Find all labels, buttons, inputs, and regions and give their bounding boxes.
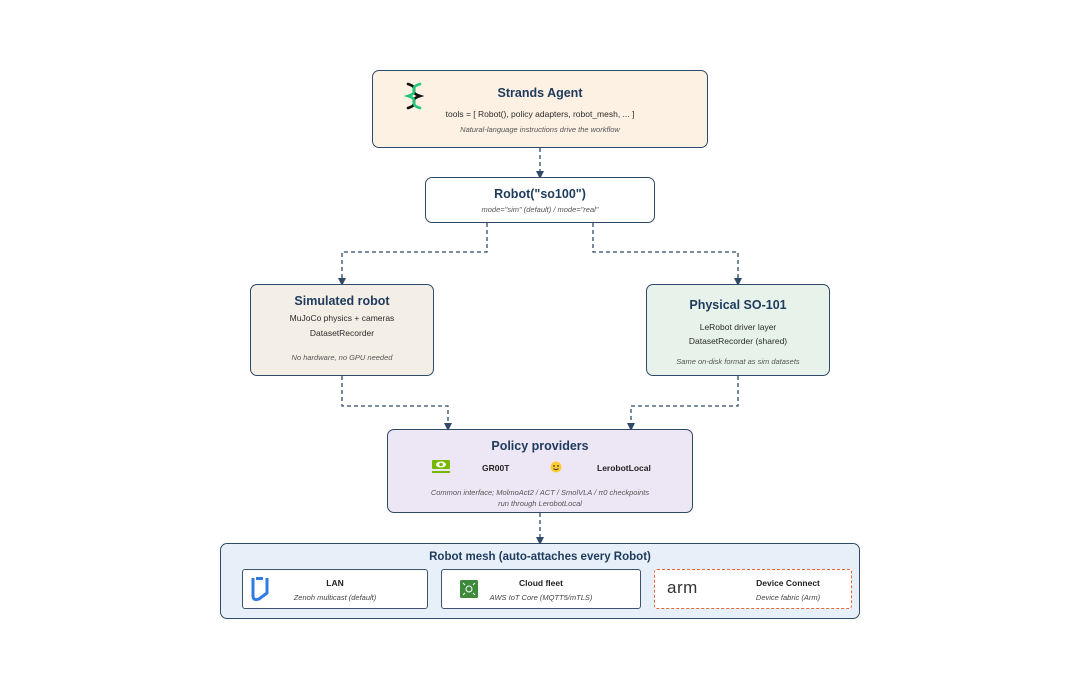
- simulated-robot-physics: MuJoCo physics + cameras: [289, 313, 395, 323]
- strands-agent-tools: tools = [ Robot(), policy adapters, robo…: [445, 109, 635, 119]
- policy-note-line2: run through LerobotLocal: [498, 499, 582, 508]
- physical-robot-recorder: DatasetRecorder (shared): [688, 336, 788, 346]
- strands-dna-icon: [403, 82, 425, 110]
- physical-robot-driver: LeRobot driver layer: [699, 322, 777, 332]
- robot-title: Robot("so100"): [494, 187, 586, 201]
- gr00t-label: GR00T: [482, 463, 510, 473]
- strands-agent-box: Strands Agent tools = [ Robot(), policy …: [372, 70, 708, 148]
- connector-robot-to-physical: [592, 223, 742, 286]
- policy-providers-title: Policy providers: [491, 439, 589, 453]
- policy-note-line1: Common interface; MolmoAct2 / ACT / Smol…: [430, 488, 650, 497]
- policy-providers-box: Policy providers GR00T LerobotLocal Comm…: [387, 429, 693, 513]
- arm-logo-icon: arm: [667, 578, 698, 597]
- simulated-robot-note: No hardware, no GPU needed: [291, 353, 393, 362]
- mesh-cloud-title: Cloud fleet: [519, 578, 563, 588]
- robot-mesh-box: Robot mesh (auto-attaches every Robot) L…: [220, 543, 860, 619]
- physical-robot-title: Physical SO-101: [689, 298, 787, 312]
- mesh-card-device-connect: arm Device Connect Device fabric (Arm): [654, 569, 852, 609]
- mesh-device-connect-subtitle: Device fabric (Arm): [755, 593, 821, 602]
- robot-mesh-title: Robot mesh (auto-attaches every Robot): [429, 551, 651, 563]
- physical-robot-box: Physical SO-101 LeRobot driver layer Dat…: [646, 284, 830, 376]
- physical-robot-note: Same on-disk format as sim datasets: [676, 357, 800, 366]
- mesh-lan-subtitle: Zenoh multicast (default): [293, 593, 377, 602]
- connector-robot-to-sim: [338, 223, 488, 286]
- mesh-device-connect-title: Device Connect: [756, 578, 820, 588]
- aws-iot-icon: [460, 580, 478, 598]
- robot-box: Robot("so100") mode="sim" (default) / mo…: [425, 177, 655, 223]
- robot-mode-note: mode="sim" (default) / mode="real": [481, 205, 599, 214]
- mesh-card-cloud-fleet: Cloud fleet AWS IoT Core (MQTT5/mTLS): [441, 569, 641, 609]
- nvidia-logo-icon: [432, 460, 450, 473]
- strands-agent-title: Strands Agent: [497, 86, 583, 100]
- lerobot-local-label: LerobotLocal: [597, 463, 651, 473]
- connector-physical-to-policy: [627, 376, 739, 431]
- simulated-robot-recorder: DatasetRecorder: [309, 328, 375, 338]
- hugging-face-icon: [550, 461, 562, 473]
- connector-sim-to-policy: [341, 376, 452, 431]
- mesh-cloud-subtitle: AWS IoT Core (MQTT5/mTLS): [489, 593, 593, 602]
- simulated-robot-title: Simulated robot: [294, 294, 390, 308]
- zenoh-logo-icon: [251, 577, 269, 602]
- mesh-card-lan: LAN Zenoh multicast (default): [242, 569, 428, 609]
- mesh-lan-title: LAN: [326, 578, 344, 588]
- simulated-robot-box: Simulated robot MuJoCo physics + cameras…: [250, 284, 434, 376]
- strands-agent-note: Natural-language instructions drive the …: [460, 125, 620, 134]
